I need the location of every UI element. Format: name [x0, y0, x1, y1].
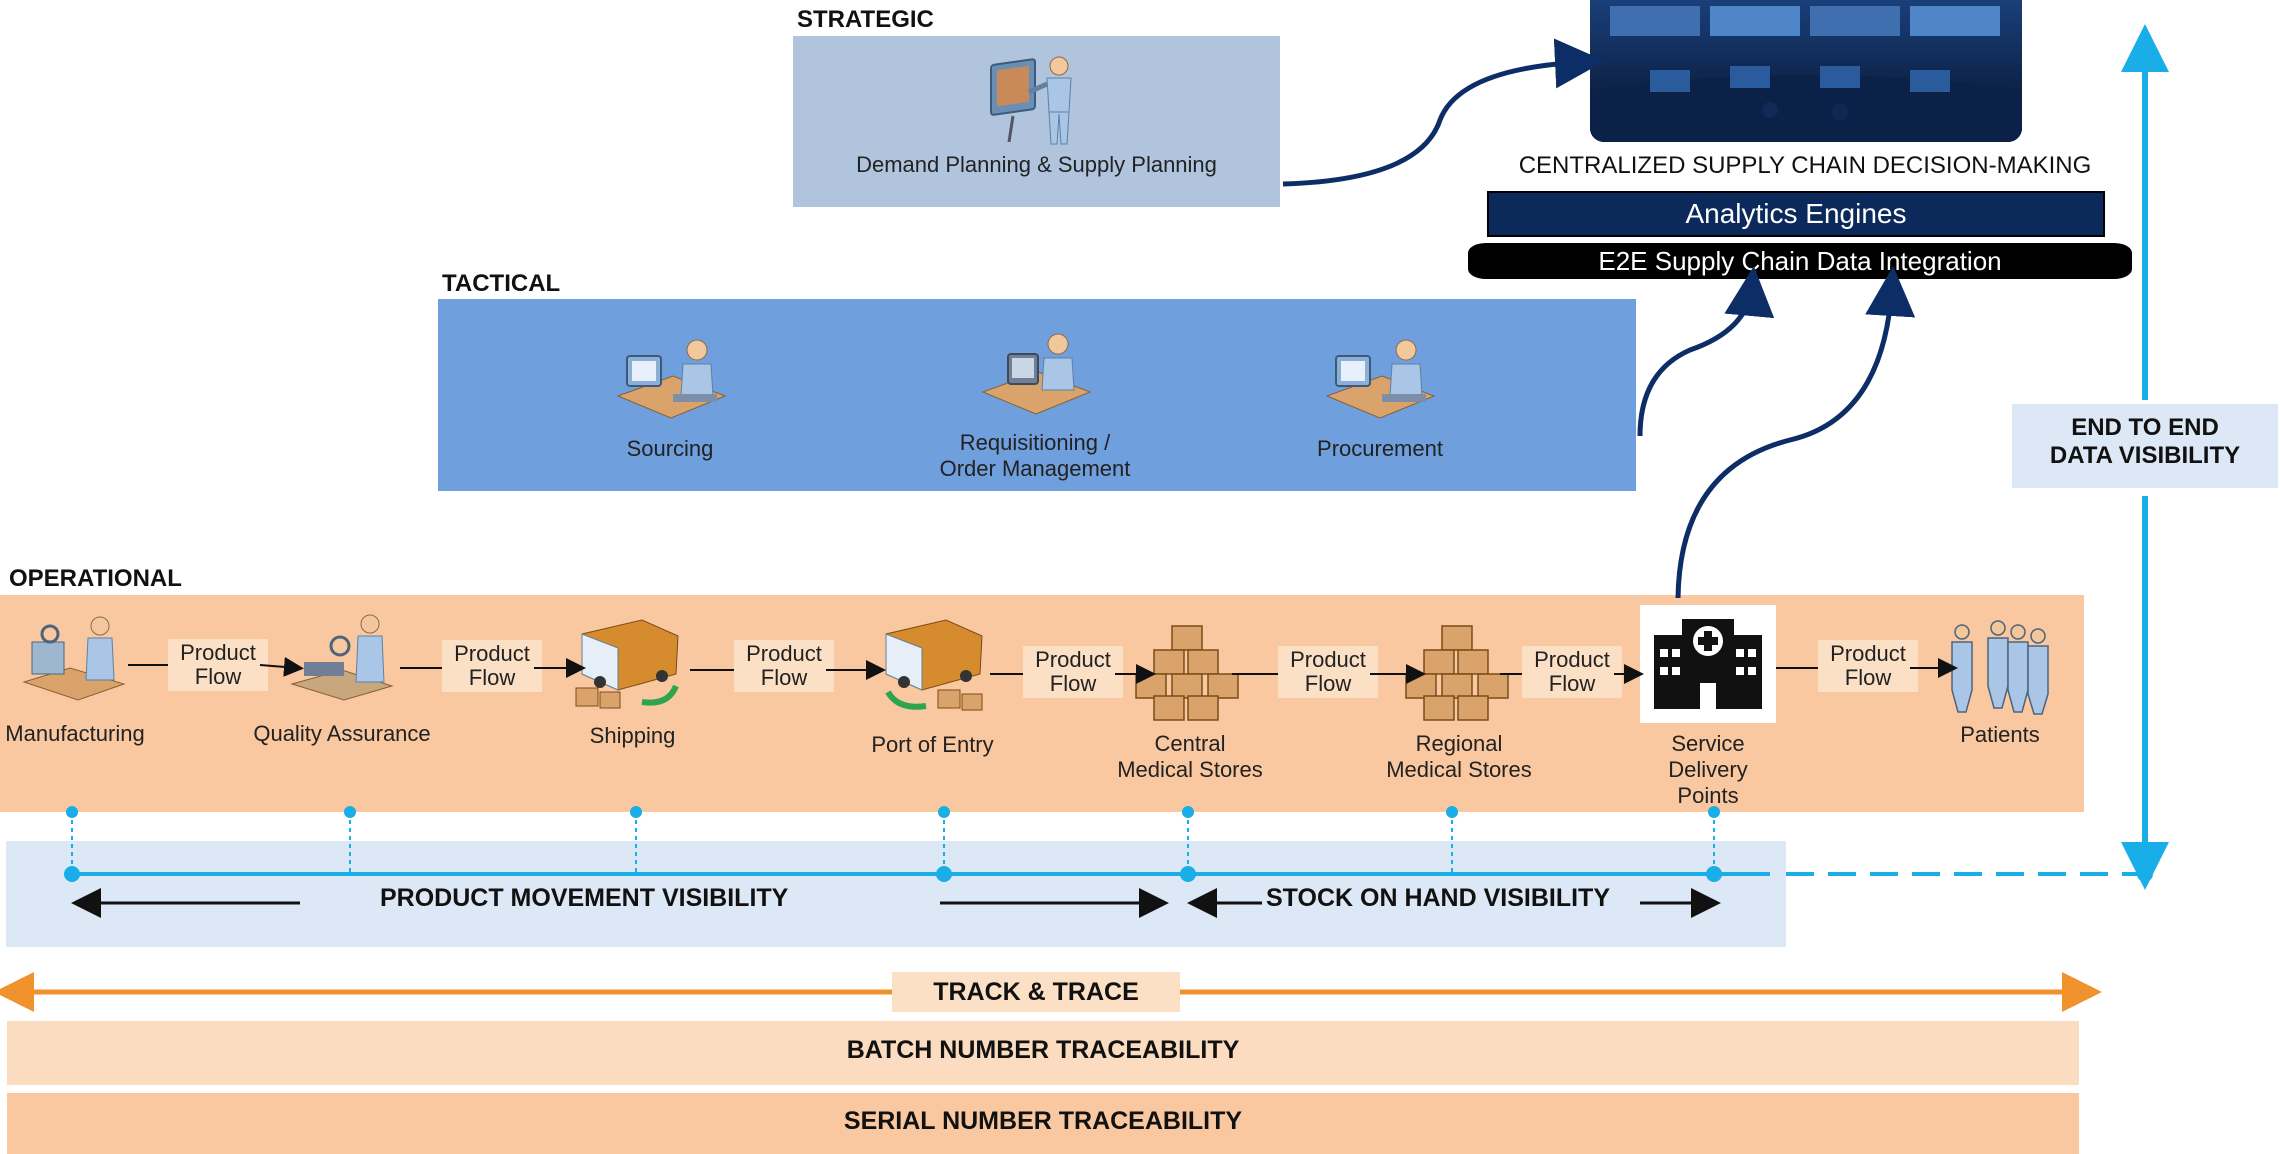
- desk-worker-icon: [613, 334, 728, 424]
- serial-traceability-label: SERIAL NUMBER TRACEABILITY: [843, 1107, 1243, 1135]
- boxes-icon: [1396, 622, 1520, 722]
- operational-connector: [1675, 266, 1916, 599]
- strategic-band: [793, 36, 1280, 207]
- track-trace-label: TRACK & TRACE: [892, 972, 1180, 1012]
- tactical-title: TACTICAL: [442, 270, 561, 297]
- product-flow-label: Product Flow: [1023, 646, 1123, 698]
- factory-worker-icon: [20, 612, 130, 706]
- truck-icon: [876, 616, 991, 716]
- hospital-icon: [1640, 605, 1776, 723]
- stage-label-central-medical-stores: Central Medical Stores: [1117, 731, 1263, 782]
- end-to-end-label: END TO END DATA VISIBILITY: [2012, 404, 2278, 488]
- desk-worker-icon: [978, 330, 1093, 420]
- stock-on-hand-visibility-label: STOCK ON HAND VISIBILITY: [1262, 884, 1615, 913]
- product-flow-label: Product Flow: [442, 640, 542, 692]
- product-flow-label: Product Flow: [168, 639, 268, 691]
- analytics-engines-bar: Analytics Engines: [1487, 191, 2105, 237]
- stage-label-patients: Patients: [1960, 722, 2040, 747]
- demand-planning-label: Demand Planning & Supply Planning: [856, 152, 1217, 177]
- batch-traceability-band: [7, 1021, 2079, 1085]
- strategic-connector: [1282, 38, 1605, 187]
- people-icon: [1944, 620, 2054, 716]
- boxes-icon: [1126, 622, 1250, 722]
- stage-label-service-delivery-points: Service Delivery Points: [1668, 731, 1748, 808]
- operational-title: OPERATIONAL: [9, 565, 182, 592]
- control-room-photo: [1590, 0, 2022, 142]
- sourcing-label: Sourcing: [626, 436, 714, 461]
- data-integration-bar: E2E Supply Chain Data Integration: [1468, 243, 2132, 279]
- desk-worker-icon: [1322, 334, 1437, 424]
- strategic-title: STRATEGIC: [797, 6, 934, 33]
- product-movement-visibility-label: PRODUCT MOVEMENT VISIBILITY: [380, 884, 789, 912]
- batch-traceability-label: BATCH NUMBER TRACEABILITY: [846, 1036, 1240, 1064]
- product-flow-label: Product Flow: [734, 640, 834, 692]
- product-flow-label: Product Flow: [1818, 640, 1918, 692]
- procurement-label: Procurement: [1317, 436, 1443, 461]
- serial-traceability-band: [7, 1093, 2079, 1154]
- presenter-icon: [985, 52, 1085, 148]
- product-flow-label: Product Flow: [1278, 646, 1378, 698]
- stage-label-shipping: Shipping: [589, 723, 676, 748]
- truck-icon: [572, 616, 687, 712]
- stage-label-manufacturing: Manufacturing: [5, 721, 145, 746]
- flow-arrow: [259, 656, 304, 677]
- tactical-connector: [1637, 266, 1775, 437]
- stage-label-quality-assurance: Quality Assurance: [253, 721, 431, 746]
- central-title: CENTRALIZED SUPPLY CHAIN DECISION-MAKING: [1518, 152, 2092, 179]
- stage-label-regional-medical-stores: Regional Medical Stores: [1386, 731, 1532, 782]
- inspector-icon: [288, 612, 398, 706]
- requisitioning-label: Requisitioning / Order Management: [939, 430, 1131, 481]
- product-flow-label: Product Flow: [1522, 646, 1622, 698]
- stage-label-port-of-entry: Port of Entry: [871, 732, 994, 757]
